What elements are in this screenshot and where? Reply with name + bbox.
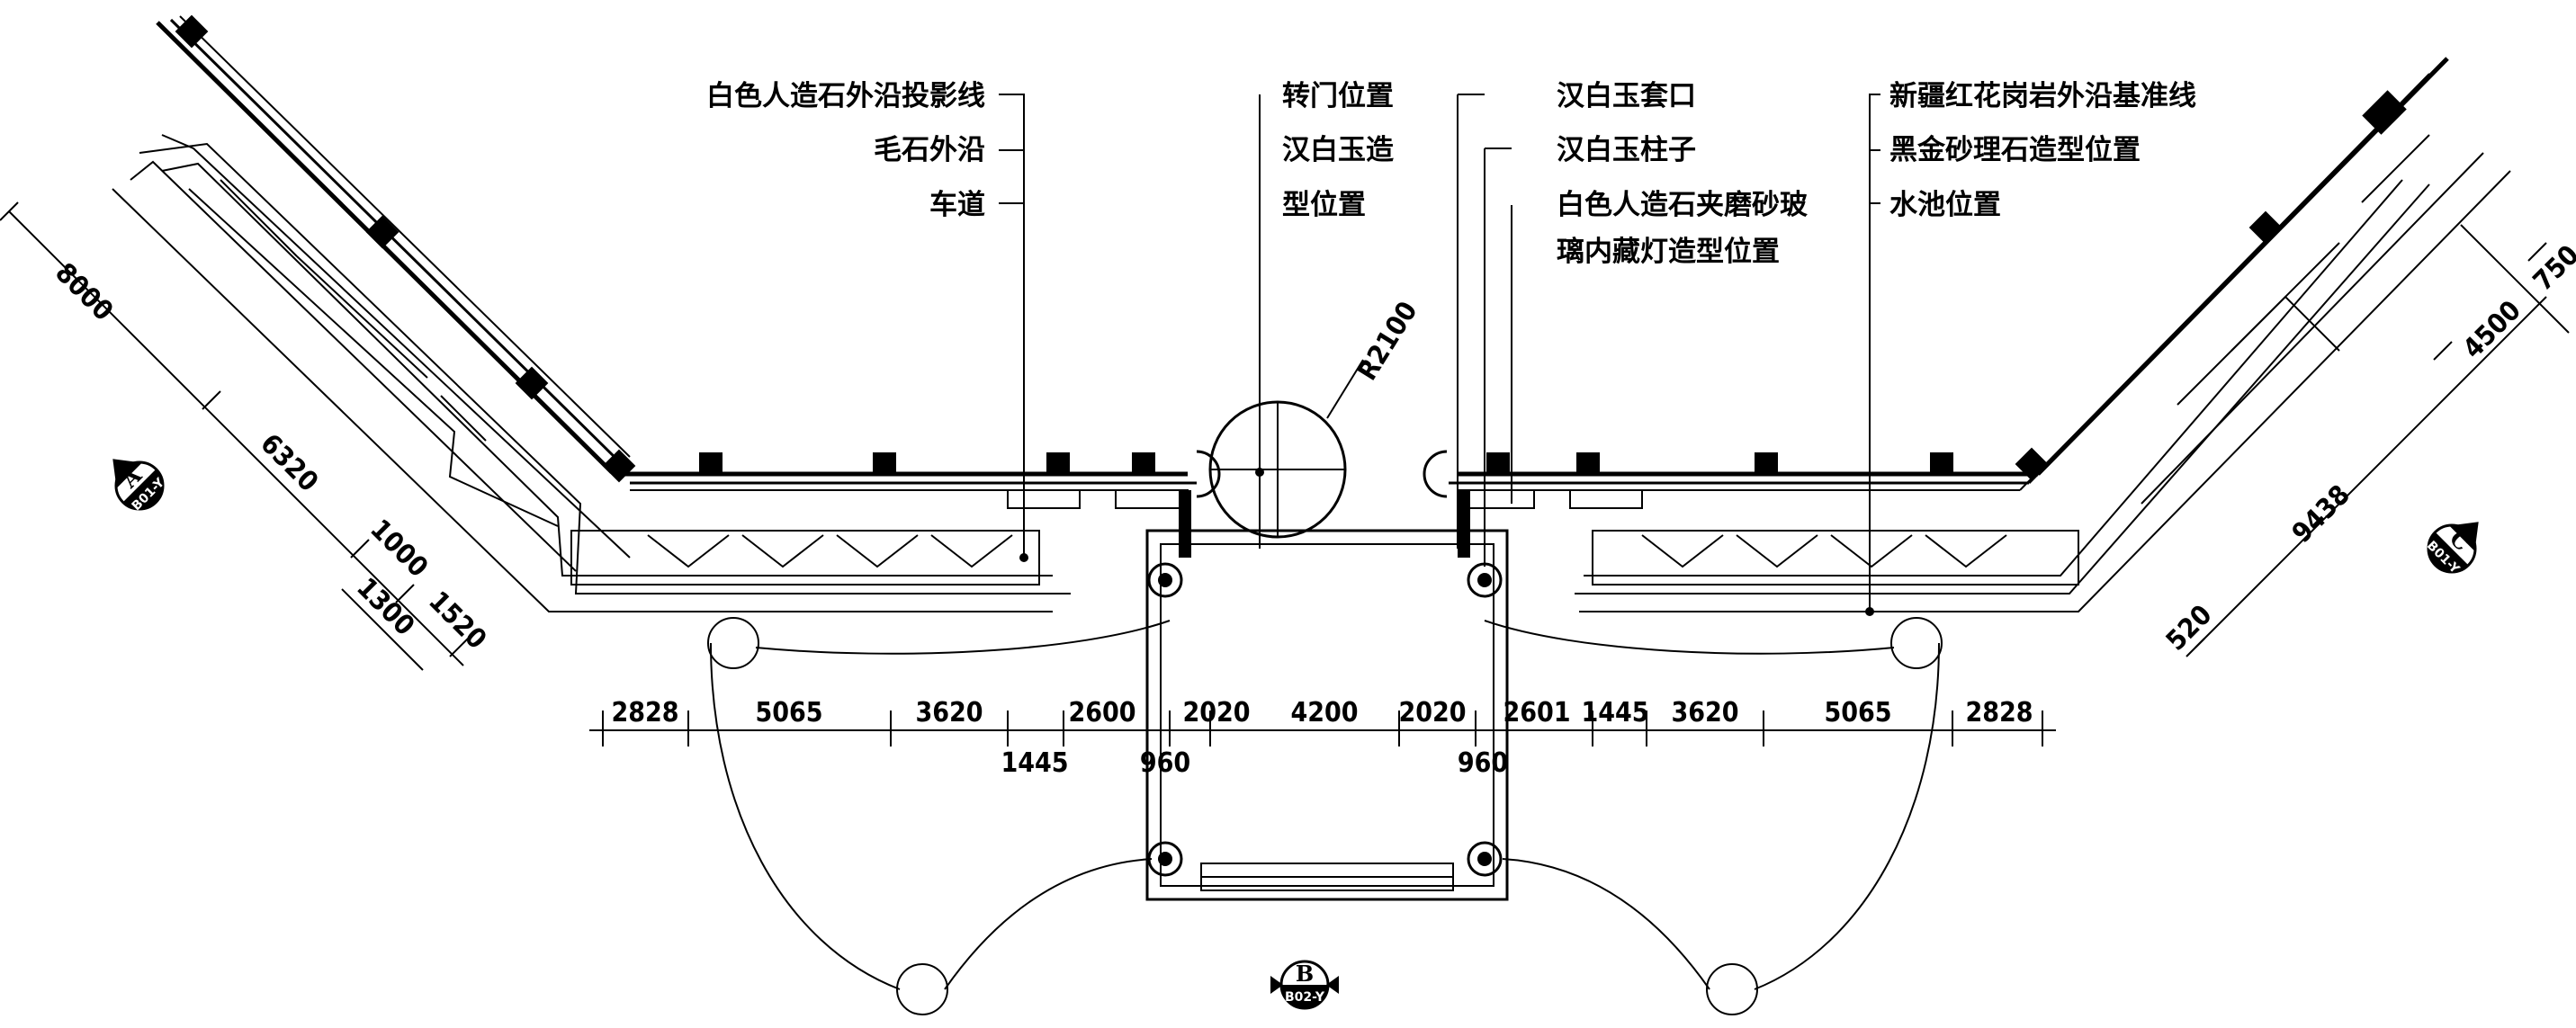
dimension-label: 6320 xyxy=(254,428,324,498)
callout-label: 白色人造石夹磨砂玻 xyxy=(1557,189,1808,221)
column xyxy=(2362,90,2407,135)
column xyxy=(602,449,636,483)
callout-label: 水池位置 xyxy=(1889,189,2001,221)
dimension-label: 520 xyxy=(2160,599,2219,657)
section-ref: B02-Y xyxy=(1285,990,1325,1005)
dimension-label: 4500 xyxy=(2457,295,2527,365)
section-letter: B xyxy=(1296,961,1314,987)
callouts-right: 新疆红花岗岩外沿基准线 黑金砂理石造型位置 水池位置 xyxy=(1889,80,2196,221)
section-marker-b: B B02-Y xyxy=(1270,960,1339,1010)
callout-label: 璃内藏灯造型位置 xyxy=(1557,236,1780,268)
dimension-label: 3620 xyxy=(1671,697,1738,729)
dimension-label: 9438 xyxy=(2286,479,2356,550)
callout-label: 新疆红花岗岩外沿基准线 xyxy=(1889,80,2196,112)
dimension-lines xyxy=(0,201,2570,746)
right-dimensions: 750 4500 9438 520 xyxy=(2160,239,2576,657)
dimension-label: 2020 xyxy=(1398,697,1466,729)
leader-lines xyxy=(999,94,1880,616)
dimension-label: 5065 xyxy=(755,697,822,729)
dimension-label: 1445 xyxy=(1001,747,1068,779)
dimension-label: 960 xyxy=(1140,747,1190,779)
column xyxy=(1755,452,1778,476)
callout-label: 毛石外沿 xyxy=(874,134,985,166)
column xyxy=(1132,452,1155,476)
callout-label: 车道 xyxy=(929,189,985,221)
column xyxy=(699,452,723,476)
dimension-label: 2828 xyxy=(1965,697,2033,729)
callouts-center: 转门位置 汉白玉造 型位置 xyxy=(1282,80,1394,221)
callout-label: 汉白玉造 xyxy=(1282,134,1394,166)
section-marker-a: A B01-Y xyxy=(112,459,168,514)
dimension-label: 8000 xyxy=(49,257,119,327)
callout-label: 转门位置 xyxy=(1282,80,1394,112)
right-wing xyxy=(2015,57,2484,505)
callouts-left: 白色人造石外沿投影线 毛石外沿 车道 xyxy=(706,80,985,221)
bottom-dimensions: 2828 5065 3620 2600 2020 4200 2020 2601 … xyxy=(611,697,2033,779)
callouts-center-right: 汉白玉套口 汉白玉柱子 白色人造石夹磨砂玻 璃内藏灯造型位置 xyxy=(1557,80,1808,268)
column xyxy=(1930,452,1953,476)
column xyxy=(1486,452,1510,476)
dimension-label: 2828 xyxy=(611,697,678,729)
center-entrance xyxy=(1145,400,1509,901)
left-straight-section xyxy=(570,452,1197,586)
dimension-label: 2020 xyxy=(1182,697,1250,729)
callout-label: 汉白玉套口 xyxy=(1557,80,1696,112)
callout-label: 白色人造石外沿投影线 xyxy=(706,80,985,112)
dimension-label: 1445 xyxy=(1581,697,1648,729)
dimension-label: 5065 xyxy=(1824,697,1891,729)
column xyxy=(873,452,896,476)
jade-column xyxy=(1147,562,1183,598)
column xyxy=(2248,210,2283,245)
column xyxy=(1046,452,1070,476)
column xyxy=(515,366,549,400)
section-marker-c: C B01-Y xyxy=(2424,522,2479,577)
dimension-label: 750 xyxy=(2527,239,2576,298)
callout-label: 汉白玉柱子 xyxy=(1557,134,1696,166)
column xyxy=(2015,447,2049,481)
dimension-label: 2600 xyxy=(1068,697,1135,729)
column xyxy=(365,215,399,249)
garden-arcs xyxy=(707,617,1943,1015)
dimension-label: 2601 xyxy=(1503,697,1570,729)
callout-label: 型位置 xyxy=(1282,189,1366,221)
left-wing xyxy=(112,14,1071,612)
dimension-label: 960 xyxy=(1458,747,1508,779)
dimension-label: 1520 xyxy=(422,586,492,656)
dimension-label: 4200 xyxy=(1290,697,1358,729)
column xyxy=(175,14,209,49)
callout-label: 黑金砂理石造型位置 xyxy=(1889,134,2141,166)
jade-column xyxy=(1467,841,1503,877)
dimension-label: 3620 xyxy=(915,697,983,729)
column xyxy=(1576,452,1600,476)
radius-label: R2100 xyxy=(1351,296,1424,386)
